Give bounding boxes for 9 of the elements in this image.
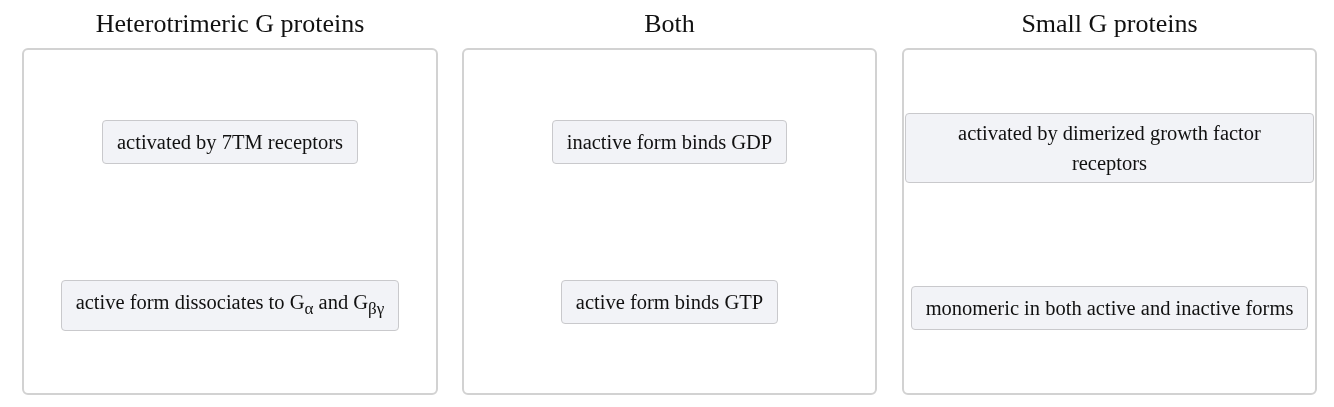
answer-card: inactive form binds GDP — [551, 120, 788, 164]
answer-card: monomeric in both active and inactive forms — [910, 286, 1309, 330]
column-heading: Small G proteins — [1021, 8, 1198, 40]
answer-card: activated by 7TM receptors — [102, 120, 358, 164]
answer-card: active form binds GTP — [560, 280, 779, 324]
answer-card: activated by dimerized growth factor receptors — [905, 113, 1314, 183]
column-heading: Heterotrimeric G proteins — [95, 8, 365, 40]
answer-card: active form dissociates to G$_{α}$ and G$_{βγ}$ — [60, 280, 400, 332]
column-heading: Both — [644, 8, 695, 40]
